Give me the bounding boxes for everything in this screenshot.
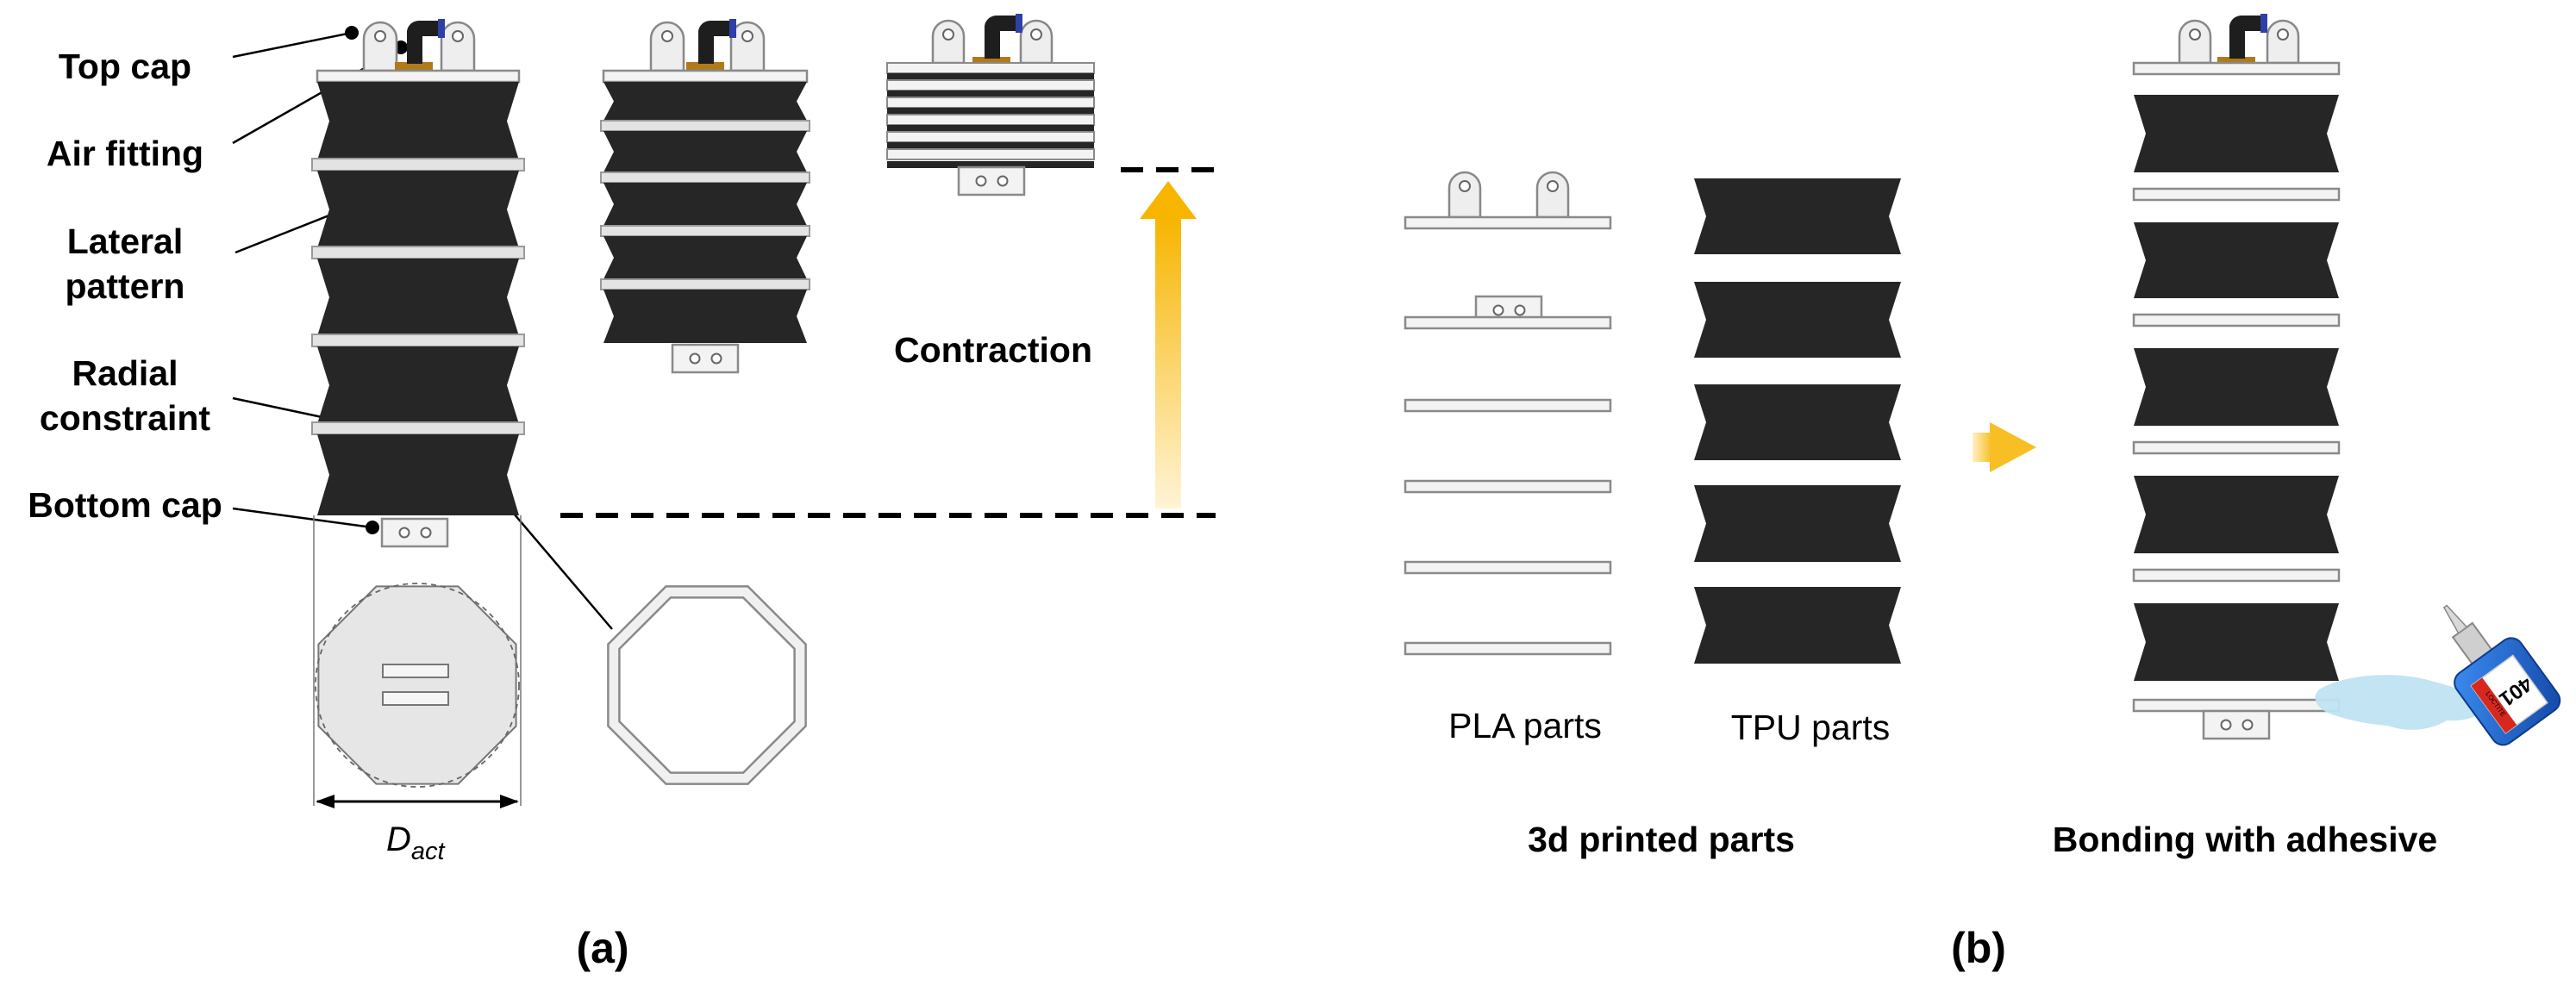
compressed-section <box>887 125 1094 132</box>
compressed-section <box>887 161 1094 168</box>
compressed-section <box>887 142 1094 149</box>
constraint-ring <box>886 114 1095 126</box>
constraint-ring <box>886 148 1095 160</box>
tpu-part <box>2134 95 2339 172</box>
adhesive-puddle <box>2315 675 2484 730</box>
radial-constraint-ring <box>311 158 525 172</box>
radial-constraint-ring <box>600 278 810 290</box>
diameter-dimension: Dact <box>316 795 519 865</box>
assembled-actuator <box>2132 14 2341 740</box>
tpu-part <box>2134 222 2339 298</box>
bellows-section <box>603 131 807 172</box>
bellows-section <box>317 82 519 160</box>
bellows-body <box>600 82 810 343</box>
contraction-arrow-icon <box>1140 181 1197 508</box>
diameter-label: Dact <box>386 820 447 865</box>
radial-constraint-ring <box>607 585 807 785</box>
cross-section-end-cap <box>315 583 520 788</box>
contraction-label: Contraction <box>894 330 1092 370</box>
bellows-body <box>311 82 525 515</box>
radial-constraint-ring <box>600 172 810 184</box>
constraint-ring <box>886 97 1095 109</box>
process-arrow-icon <box>1973 422 2036 472</box>
constraint-ring <box>886 79 1095 91</box>
pla-ring <box>1404 398 1612 413</box>
bellows-section <box>603 183 807 226</box>
bellows-section <box>603 236 807 279</box>
pla-parts-label: PLA parts <box>1448 706 1602 745</box>
air-fitting-icon <box>395 19 445 70</box>
constraint-ring <box>886 62 1095 74</box>
radial-constraint-label-line1: Radial <box>72 353 178 393</box>
pla-parts <box>1404 171 1612 656</box>
tpu-parts <box>1694 178 1901 664</box>
panel-b-caption: (b) <box>1951 924 2006 972</box>
air-fitting-icon <box>972 14 1022 65</box>
bellows-section <box>317 346 519 424</box>
bottom-cap-label: Bottom cap <box>28 485 222 525</box>
radial-constraint-ring <box>600 120 810 132</box>
bellows-section <box>317 259 519 336</box>
tpu-part <box>1694 587 1901 664</box>
tpu-parts-label: TPU parts <box>1731 708 1891 747</box>
compressed-section <box>887 108 1094 115</box>
bottom-cap <box>380 517 449 548</box>
radial-constraint-label-line2: constraint <box>40 398 211 438</box>
tpu-part <box>2134 603 2339 681</box>
pla-ring <box>1404 641 1612 656</box>
tpu-part <box>2134 476 2339 553</box>
compressed-section <box>887 73 1094 80</box>
top-cap-lugs <box>362 21 476 72</box>
air-fitting-icon <box>686 19 736 70</box>
pla-ring <box>1404 315 1612 330</box>
pla-ring <box>1404 560 1612 575</box>
radial-constraint-ring <box>311 421 525 435</box>
radial-constraint-ring <box>311 246 525 259</box>
tpu-part <box>1694 282 1901 358</box>
top-cap-label: Top cap <box>59 47 191 86</box>
tpu-part <box>1694 485 1901 562</box>
bellows-section <box>317 434 519 515</box>
bellows-section <box>603 82 807 121</box>
panel-a-caption: (a) <box>576 924 628 972</box>
pla-ring <box>2132 440 2341 455</box>
bellows-section <box>317 171 519 248</box>
lateral-pattern-label-line2: pattern <box>66 266 185 306</box>
pla-ring <box>2132 313 2341 327</box>
pla-ring <box>2132 187 2341 202</box>
air-fitting-label: Air fitting <box>47 134 203 173</box>
pla-ring <box>1404 479 1612 494</box>
glue-bottle-icon: 401 LOCTITE <box>2442 604 2561 746</box>
pla-ring <box>2132 568 2341 583</box>
printed-parts-title: 3d printed parts <box>1528 820 1795 859</box>
actuator-full-contraction <box>886 14 1095 196</box>
compressed-section <box>887 90 1094 97</box>
tpu-part <box>1694 178 1901 254</box>
bonding-title: Bonding with adhesive <box>2053 820 2437 859</box>
top-cap <box>316 69 521 84</box>
tpu-part <box>1694 384 1901 460</box>
actuator-partial-contraction <box>600 19 810 374</box>
radial-constraint-ring <box>311 334 525 347</box>
tpu-part <box>2134 348 2339 426</box>
compressed-stack <box>886 62 1095 168</box>
constraint-ring <box>886 131 1095 143</box>
air-fitting-icon <box>2217 14 2267 65</box>
radial-constraint-ring <box>600 225 810 237</box>
lateral-pattern-label-line1: Lateral <box>67 221 183 261</box>
bellows-section <box>603 290 807 343</box>
actuator-extended <box>311 19 525 806</box>
